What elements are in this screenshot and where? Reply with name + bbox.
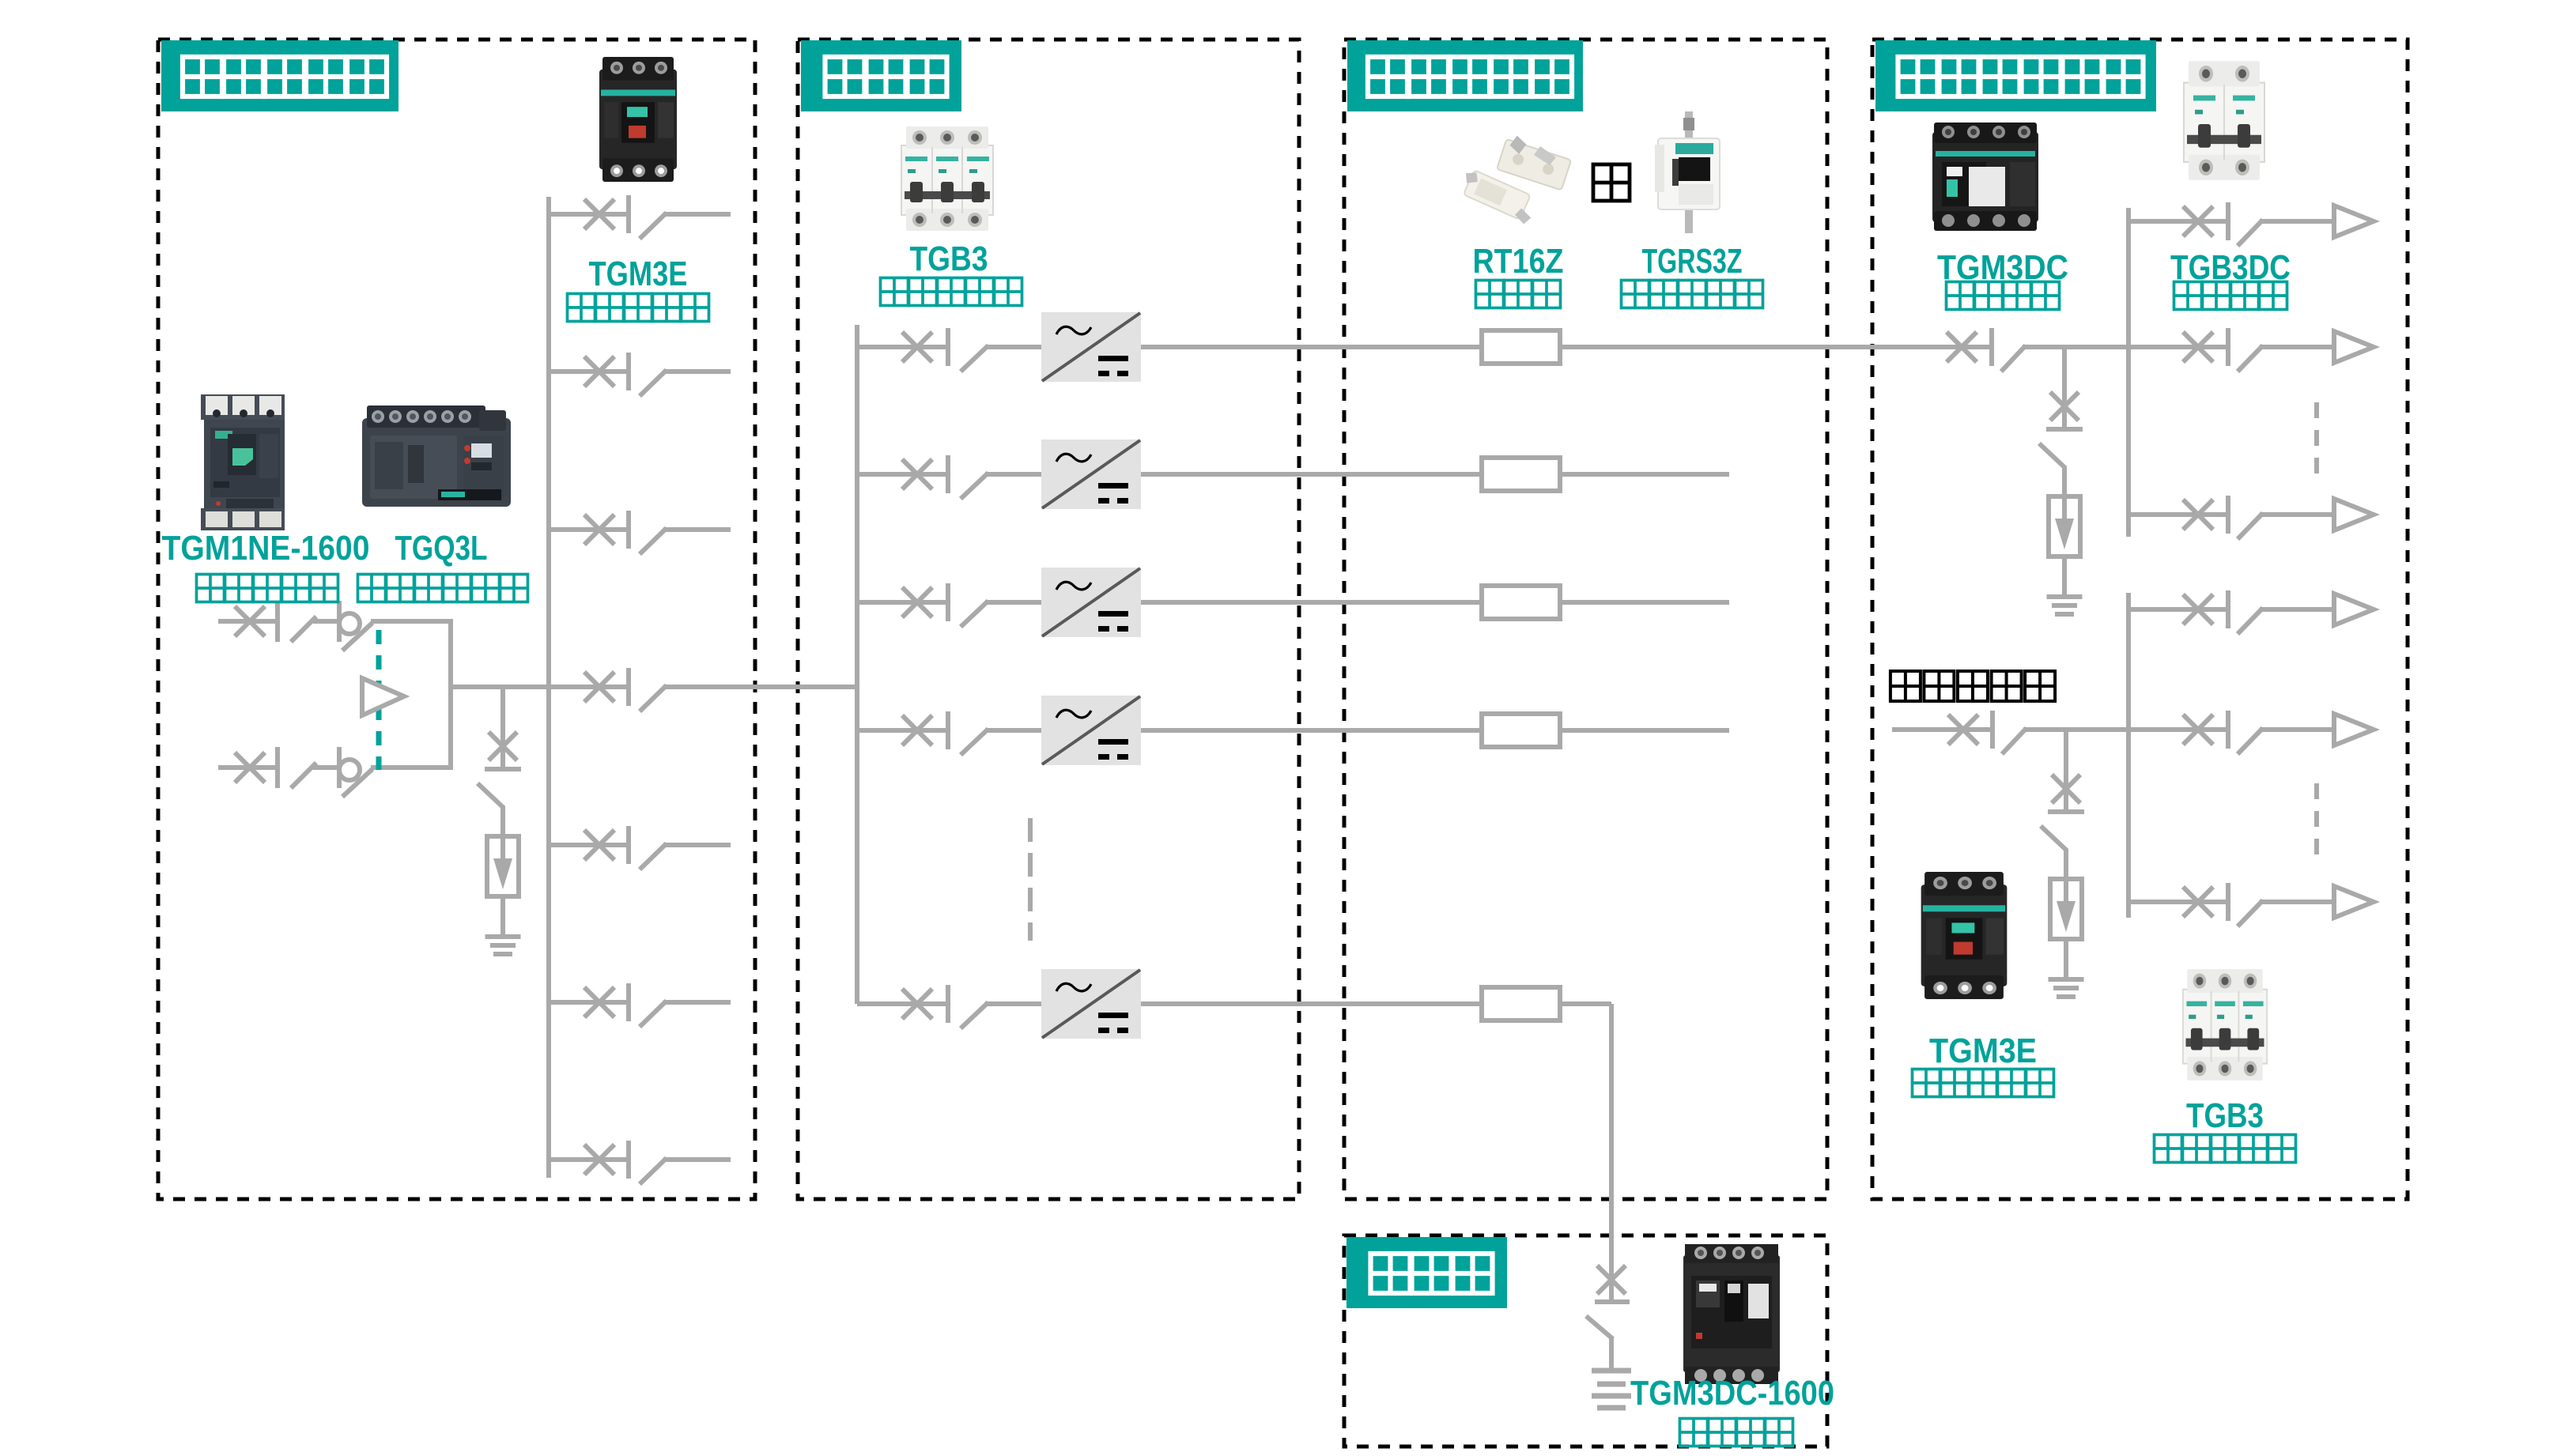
- svg-text:TGQ3L: TGQ3L: [395, 529, 488, 568]
- svg-text:TGM3E: TGM3E: [1929, 1032, 2037, 1070]
- svg-text:TGM3DC-1600: TGM3DC-1600: [1630, 1374, 1834, 1413]
- svg-text:TGB3: TGB3: [910, 240, 988, 278]
- svg-text:TGB3: TGB3: [2186, 1096, 2264, 1135]
- svg-text:TGM1NE-1600: TGM1NE-1600: [162, 529, 370, 568]
- svg-text:TGM3E: TGM3E: [589, 255, 688, 293]
- svg-text:RT16Z: RT16Z: [1473, 242, 1564, 281]
- svg-text:TGRS3Z: TGRS3Z: [1642, 242, 1743, 281]
